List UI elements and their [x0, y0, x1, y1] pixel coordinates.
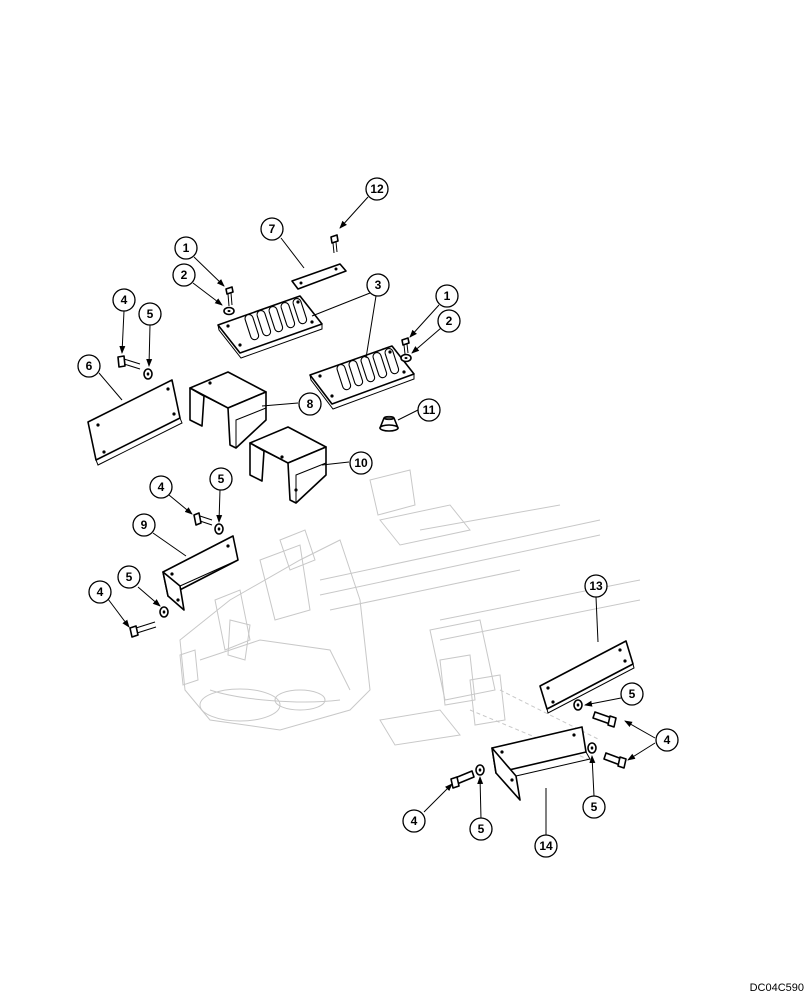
callout-13-label: 13: [589, 579, 603, 593]
callout-5-a-label: 5: [147, 307, 154, 321]
callout-4-e: 4: [402, 809, 426, 833]
callout-4-a-label: 4: [121, 293, 128, 307]
callout-3: 3: [366, 273, 390, 297]
drawing-id: DC04C590: [749, 982, 804, 994]
callout-4-d-label: 4: [664, 733, 671, 747]
part-12-bolt: [330, 234, 339, 254]
callout-4-a: 4: [112, 288, 136, 312]
part-14-bracket: [491, 726, 591, 801]
leader-lines: [98, 196, 656, 835]
part-11-bumper: [379, 415, 399, 432]
part-4-bolt-e: [603, 752, 627, 769]
callout-9-label: 9: [141, 518, 148, 532]
part-5-washer-f: [475, 764, 485, 776]
part-5-washer-b: [214, 523, 224, 535]
callout-7: 7: [260, 217, 284, 241]
callout-13: 13: [584, 574, 608, 598]
callout-4-b: 4: [149, 475, 173, 499]
part-2-washer-lower: [400, 353, 412, 363]
machine-frame-ghost: [179, 469, 641, 761]
callout-2-upper-label: 2: [181, 268, 188, 282]
part-3-slotted-plate-lower: [309, 345, 415, 410]
part-8-bracket: [189, 371, 267, 449]
callout-5-c: 5: [117, 565, 141, 589]
callout-2-lower-label: 2: [446, 314, 453, 328]
callout-2-upper: 2: [172, 263, 196, 287]
part-13-plate: [539, 640, 635, 714]
callout-5-b-label: 5: [218, 472, 225, 486]
part-1-bolt-lower: [401, 337, 410, 355]
callout-2-lower: 2: [437, 309, 461, 333]
callout-11-label: 11: [423, 403, 436, 417]
callout-6: 6: [77, 354, 101, 378]
callout-12: 12: [365, 177, 389, 201]
part-1-bolt-upper: [225, 286, 234, 307]
callout-4-d: 4: [655, 728, 679, 752]
callout-5-d: 5: [620, 682, 644, 706]
part-5-washer-e: [587, 742, 597, 754]
part-5-washer-c: [159, 606, 169, 618]
callout-10-label: 10: [354, 456, 368, 470]
callout-5-c-label: 5: [126, 570, 133, 584]
part-4-bolt-f: [450, 770, 475, 789]
callout-8: 8: [298, 392, 322, 416]
part-5-washer-d: [573, 699, 583, 711]
callout-1-upper: 1: [174, 236, 198, 260]
callout-1-upper-label: 1: [183, 241, 190, 255]
callout-5-d-label: 5: [629, 687, 636, 701]
callout-4-c: 4: [88, 580, 112, 604]
callout-1-lower: 1: [435, 284, 459, 308]
callout-5-e: 5: [469, 817, 493, 841]
part-4-bolt-b: [193, 512, 213, 526]
callout-8-label: 8: [307, 397, 314, 411]
part-6-plate: [87, 379, 183, 466]
callout-5-b: 5: [209, 467, 233, 491]
part-4-bolt-c: [129, 621, 157, 638]
callout-10: 10: [349, 451, 373, 475]
callout-5-e-label: 5: [478, 822, 485, 836]
callout-6-label: 6: [86, 359, 93, 373]
callout-11: 11: [417, 398, 441, 422]
callout-1-lower-label: 1: [444, 289, 451, 303]
part-9-plate: [162, 535, 239, 611]
callout-12-label: 12: [370, 182, 384, 196]
callout-3-label: 3: [375, 278, 382, 292]
callout-7-label: 7: [269, 222, 276, 236]
callout-5-a: 5: [138, 302, 162, 326]
callout-5-f: 5: [582, 795, 606, 819]
part-10-bracket: [249, 426, 327, 504]
callout-5-f-label: 5: [591, 800, 598, 814]
part-4-bolt-a: [117, 355, 141, 370]
part-7-strap: [291, 263, 347, 290]
part-5-washer-a: [143, 368, 153, 380]
callout-14-label: 14: [539, 839, 553, 853]
callout-9: 9: [132, 513, 156, 537]
callout-4-c-label: 4: [97, 585, 104, 599]
callout-4-e-label: 4: [411, 814, 418, 828]
callout-14: 14: [534, 834, 558, 858]
part-2-washer-upper: [223, 306, 235, 316]
part-4-bolt-d: [592, 711, 617, 728]
callout-4-b-label: 4: [158, 480, 165, 494]
part-3-slotted-plate-upper: [217, 295, 323, 359]
